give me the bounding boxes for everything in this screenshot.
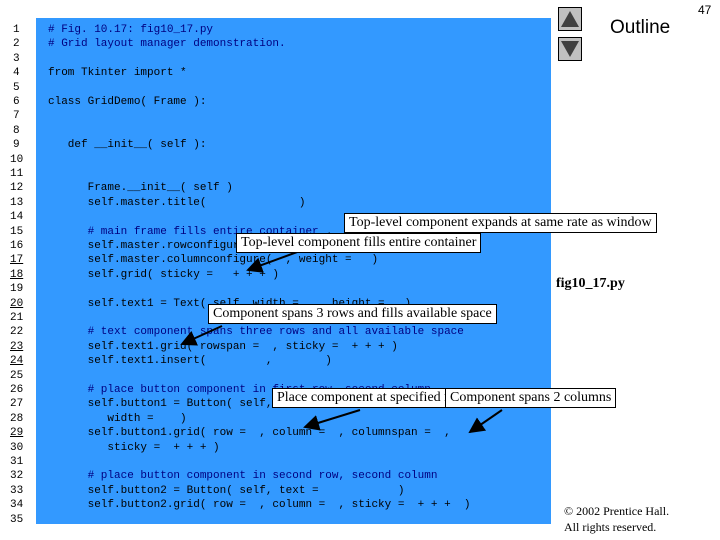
copyright-line-2: All rights reserved. bbox=[564, 520, 657, 534]
line-number: 15 bbox=[10, 225, 24, 238]
callout-spans-3-rows: Component spans 3 rows and fills availab… bbox=[208, 304, 497, 324]
line-number: 34 bbox=[10, 499, 24, 512]
line-number: 23 bbox=[10, 340, 24, 353]
line-number: 35 bbox=[10, 513, 24, 526]
code-line: self.master.title( ) bbox=[48, 196, 306, 209]
line-number: 9 bbox=[13, 139, 20, 152]
line-number: 17 bbox=[10, 254, 24, 267]
line-number: 10 bbox=[10, 153, 24, 166]
copyright-notice: © 2002 Prentice Hall. All rights reserve… bbox=[564, 503, 669, 535]
code-line: # place button component in second row, … bbox=[48, 470, 438, 483]
line-number: 13 bbox=[10, 196, 24, 209]
line-number: 12 bbox=[10, 182, 24, 195]
line-number: 22 bbox=[10, 326, 24, 339]
callout-top-level-fills: Top-level component fills entire contain… bbox=[236, 233, 482, 253]
code-line: self.button1.grid( row = , column = , co… bbox=[48, 427, 451, 440]
line-number: 2 bbox=[13, 38, 20, 51]
line-number: 5 bbox=[13, 81, 20, 94]
line-number: 24 bbox=[10, 355, 24, 368]
next-slide-icon bbox=[561, 41, 579, 57]
code-line: # text component spans three rows and al… bbox=[48, 326, 464, 339]
line-number: 4 bbox=[13, 67, 20, 80]
line-number: 20 bbox=[10, 297, 24, 310]
line-number: 26 bbox=[10, 384, 24, 396]
code-line: self.grid( sticky = + + + ) bbox=[48, 268, 280, 281]
line-number: 19 bbox=[10, 283, 24, 296]
line-number: 28 bbox=[10, 412, 24, 425]
file-name: fig10_17.py bbox=[556, 276, 625, 291]
code-line: self.button2 = Button( self, text = ) bbox=[48, 484, 405, 497]
line-number: 27 bbox=[10, 398, 24, 411]
code-line: Frame.__init__( self ) bbox=[48, 182, 233, 195]
code-line: from Tkinter import * bbox=[48, 67, 187, 80]
line-number: 29 bbox=[10, 427, 24, 440]
code-line: class GridDemo( Frame ): bbox=[48, 96, 207, 108]
line-number: 8 bbox=[13, 124, 20, 137]
line-number: 33 bbox=[10, 484, 24, 497]
next-slide-button[interactable] bbox=[558, 37, 582, 61]
copyright-line-1: © 2002 Prentice Hall. bbox=[564, 504, 670, 518]
line-number: 16 bbox=[10, 240, 24, 252]
code-line: self.text1.grid( rowspan = , sticky = + … bbox=[48, 340, 398, 353]
line-number: 30 bbox=[10, 441, 24, 454]
code-line: # Fig. 10.17: fig10_17.py bbox=[48, 24, 214, 36]
page-number: 47 bbox=[698, 3, 712, 17]
line-number: 14 bbox=[10, 211, 24, 224]
code-line: sticky = + + + ) bbox=[48, 441, 220, 454]
code-line: # Grid layout manager demonstration. bbox=[48, 38, 286, 51]
previous-slide-button[interactable] bbox=[558, 7, 582, 31]
code-line: width = ) bbox=[48, 412, 187, 425]
line-number: 21 bbox=[10, 312, 24, 324]
outline-label: Outline bbox=[610, 17, 671, 38]
line-number: 1 bbox=[13, 24, 20, 36]
line-number: 6 bbox=[13, 96, 20, 108]
callout-top-level-expands: Top-level component expands at same rate… bbox=[344, 213, 657, 233]
line-number: 3 bbox=[13, 52, 20, 65]
line-number: 18 bbox=[10, 268, 24, 281]
previous-slide-icon bbox=[561, 11, 579, 27]
line-number: 11 bbox=[10, 168, 24, 180]
line-number: 25 bbox=[10, 369, 24, 382]
line-number: 31 bbox=[10, 456, 24, 468]
code-line: self.button2.grid( row = , column = , st… bbox=[48, 499, 471, 512]
line-number: 7 bbox=[13, 110, 20, 123]
code-panel bbox=[36, 18, 551, 524]
code-line: self.master.columnconfigure( , weight = … bbox=[48, 254, 379, 267]
code-line: def __init__( self ): bbox=[48, 139, 207, 152]
line-number: 32 bbox=[10, 470, 24, 483]
code-line: self.text1.insert( , ) bbox=[48, 355, 332, 368]
callout-spans-2-columns: Component spans 2 columns bbox=[445, 388, 617, 408]
